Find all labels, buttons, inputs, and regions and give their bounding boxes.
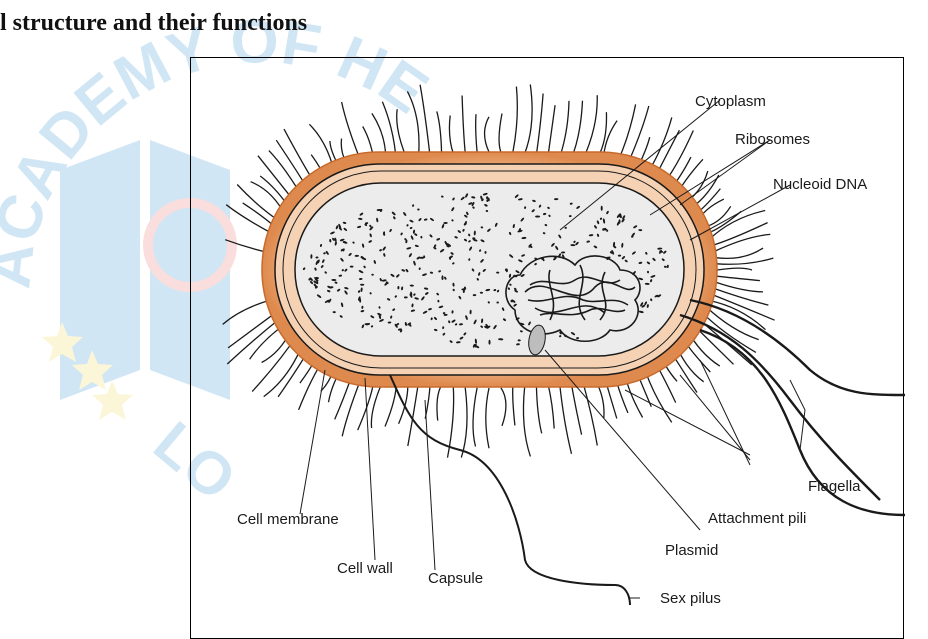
fimbria-hair [437,111,442,154]
fimbria-hair [560,382,572,454]
fimbria-hair [462,96,465,153]
fimbria-hair [714,289,768,306]
fimbria-hair [485,117,489,152]
fimbria-hair [582,378,598,446]
label-flagella: Flagella [808,478,861,495]
fimbria-hair [571,101,583,160]
fimbria-hair [227,318,280,364]
fimbria-hair [525,85,532,154]
fimbria-hair [449,116,453,154]
fimbria-hair [513,87,518,153]
ribosome-dot [442,275,444,280]
fimbria-hair [486,388,489,448]
fimbria-hair [548,105,555,156]
fimbria-hair [225,240,264,252]
fimbria-hair [536,385,541,433]
fimbria-hair [461,387,467,457]
fimbria-hair [560,101,570,158]
fimbria-hair [473,388,477,447]
fimbria-hair [716,248,763,258]
label-ribosomes: Ribosomes [735,131,810,148]
label-sex-pilus: Sex pilus [660,590,721,607]
fimbria-hair [437,385,442,420]
fimbria-hair [476,114,477,152]
label-attachment-pili: Attachment pili [708,510,806,527]
ribosome-dot [535,216,540,218]
label-cell-wall: Cell wall [337,560,393,577]
ribosome-dot [485,251,487,254]
fimbria-hair [717,276,760,280]
fimbria-hair [523,387,530,457]
label-plasmid: Plasmid [665,542,718,559]
fimbria-hair [499,114,502,153]
ribosome-dot [489,340,491,345]
fimbria-hair [716,282,763,292]
fimbria-hair [548,384,554,429]
fimbria-hair [717,268,752,270]
ribosome-dot [601,206,603,211]
ribosome-dot [404,296,408,298]
fimbria-hair [501,388,506,426]
fimbria-hair [702,312,756,352]
fimbria-hair [536,94,543,155]
label-nucleoid-dna: Nucleoid DNA [773,176,867,193]
label-capsule: Capsule [428,570,483,587]
fimbria-hair [223,301,269,325]
fimbria-hair [420,85,430,156]
fimbria-hair [513,387,515,425]
fimbria-hair [407,91,419,157]
label-cell-membrane: Cell membrane [237,511,339,528]
fimbria-hair [571,380,582,435]
cytoplasm-region [295,183,684,356]
label-cytoplasm: Cytoplasm [695,93,766,110]
